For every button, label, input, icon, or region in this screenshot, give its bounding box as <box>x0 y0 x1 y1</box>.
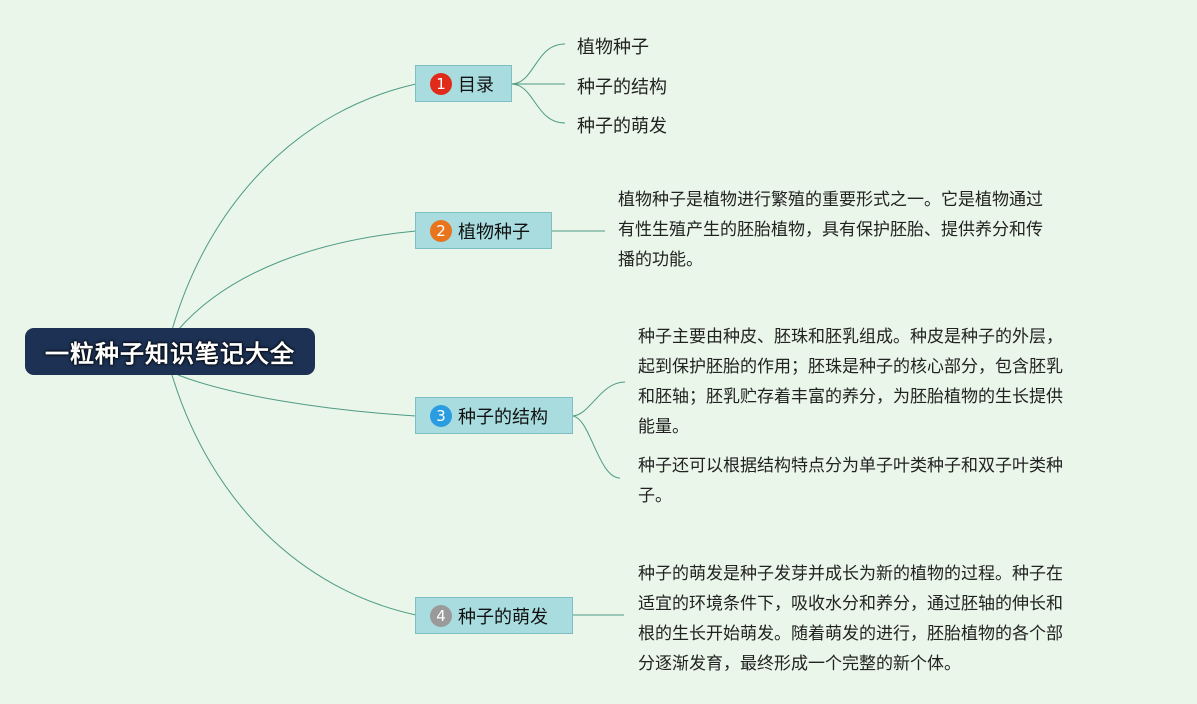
branch-label: 目录 <box>458 74 494 96</box>
connector-root-branch-4 <box>171 374 417 616</box>
toc-item-plant-seed[interactable]: 植物种子 <box>577 37 649 58</box>
paragraph-line: 有性生殖产生的胚胎植物，具有保护胚胎、提供养分和传 <box>618 220 1043 240</box>
connector-root-branch-2 <box>177 230 417 331</box>
paragraph-line: 子。 <box>638 486 672 506</box>
root-title: 一粒种子知识笔记大全 <box>45 340 295 368</box>
toc-item-seed-germination[interactable]: 种子的萌发 <box>577 116 667 137</box>
toc-item-seed-structure[interactable]: 种子的结构 <box>577 77 667 98</box>
connector-toc-1 <box>510 43 566 85</box>
paragraph-line: 种子还可以根据结构特点分为单子叶类种子和双子叶类种 <box>638 456 1063 476</box>
number-badge-4: 4 <box>430 604 452 627</box>
paragraph-line: 种子的萌发是种子发芽并成长为新的植物的过程。种子在 <box>638 564 1063 584</box>
paragraph-line: 和胚轴；胚乳贮存着丰富的养分，为胚胎植物的生长提供 <box>638 387 1063 407</box>
seed-structure-paragraph-1: 种子主要由种皮、胚珠和胚乳组成。种皮是种子的外层， 起到保护胚胎的作用；胚珠是种… <box>638 322 1063 442</box>
seed-germination-paragraph: 种子的萌发是种子发芽并成长为新的植物的过程。种子在 适宜的环境条件下，吸收水分和… <box>638 559 1063 679</box>
branch-seed-structure[interactable]: 3 种子的结构 <box>415 397 573 434</box>
branch-plant-seed[interactable]: 2 植物种子 <box>415 212 552 249</box>
paragraph-line: 分逐渐发育，最终形成一个完整的新个体。 <box>638 654 961 674</box>
number-badge-2: 2 <box>430 219 452 242</box>
number-badge-1: 1 <box>430 72 452 95</box>
connector-toc-3 <box>510 83 566 124</box>
paragraph-line: 根的生长开始萌发。随着萌发的进行，胚胎植物的各个部 <box>638 624 1063 644</box>
branch-toc[interactable]: 1 目录 <box>415 65 512 102</box>
connector-root-branch-3 <box>177 374 417 417</box>
paragraph-line: 植物种子是植物进行繁殖的重要形式之一。它是植物通过 <box>618 190 1043 210</box>
root-node[interactable]: 一粒种子知识笔记大全 <box>25 328 315 375</box>
branch-seed-germination[interactable]: 4 种子的萌发 <box>415 597 573 634</box>
plant-seed-paragraph: 植物种子是植物进行繁殖的重要形式之一。它是植物通过 有性生殖产生的胚胎植物，具有… <box>618 185 1043 275</box>
branch-label: 种子的结构 <box>458 406 548 428</box>
paragraph-line: 适宜的环境条件下，吸收水分和养分，通过胚轴的伸长和 <box>638 594 1063 614</box>
paragraph-line: 能量。 <box>638 417 689 437</box>
branch-label: 植物种子 <box>458 221 530 243</box>
paragraph-line: 播的功能。 <box>618 250 703 270</box>
paragraph-line: 种子主要由种皮、胚珠和胚乳组成。种皮是种子的外层， <box>638 327 1063 347</box>
paragraph-line: 起到保护胚胎的作用；胚珠是种子的核心部分，包含胚乳 <box>638 357 1063 377</box>
number-badge-3: 3 <box>430 404 452 427</box>
connector-branch-3-text-2 <box>571 415 621 479</box>
branch-label: 种子的萌发 <box>458 606 548 628</box>
connector-branch-3-text-1 <box>571 381 626 417</box>
seed-structure-paragraph-2: 种子还可以根据结构特点分为单子叶类种子和双子叶类种 子。 <box>638 451 1063 511</box>
connector-root-branch-1 <box>171 83 417 331</box>
